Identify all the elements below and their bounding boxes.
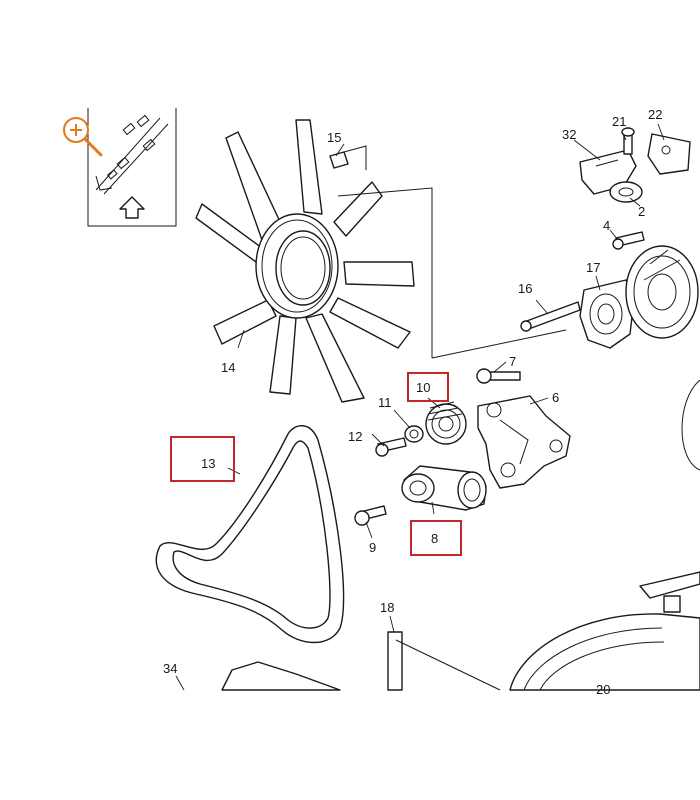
label-part-10[interactable]: 10 bbox=[416, 380, 430, 395]
cooling-fan bbox=[195, 119, 415, 403]
highlight-box-13 bbox=[170, 436, 235, 482]
leader-lines bbox=[175, 123, 665, 691]
bolt-4 bbox=[612, 231, 645, 250]
zoom-in-icon[interactable] bbox=[63, 117, 103, 157]
nut-15 bbox=[329, 151, 349, 169]
screw-21 bbox=[621, 127, 635, 155]
rail-18 bbox=[387, 631, 501, 691]
label-part-8[interactable]: 8 bbox=[431, 531, 438, 546]
part-34 bbox=[221, 661, 341, 691]
bolt-7 bbox=[476, 368, 521, 384]
label-part-20: 20 bbox=[596, 682, 610, 697]
drive-belt bbox=[155, 425, 345, 644]
inset-parts-sketch bbox=[95, 114, 169, 195]
label-part-22: 22 bbox=[648, 107, 662, 122]
belt-tensioner bbox=[401, 465, 487, 511]
fan-mount-lines bbox=[337, 145, 567, 359]
label-part-13[interactable]: 13 bbox=[201, 456, 215, 471]
label-part-4: 4 bbox=[603, 218, 610, 233]
label-part-18: 18 bbox=[380, 600, 394, 615]
clip-22 bbox=[647, 133, 691, 175]
inset-thumbnail[interactable] bbox=[87, 108, 177, 227]
label-part-17: 17 bbox=[586, 260, 600, 275]
label-part-6: 6 bbox=[552, 390, 559, 405]
label-part-15: 15 bbox=[327, 130, 341, 145]
bolt-12 bbox=[375, 437, 407, 457]
gasket-2 bbox=[609, 181, 643, 203]
damper-pulley bbox=[625, 245, 699, 339]
label-part-9: 9 bbox=[369, 540, 376, 555]
bolt-9 bbox=[354, 505, 387, 526]
bolt-16 bbox=[520, 301, 581, 332]
label-part-14: 14 bbox=[221, 360, 235, 375]
highlight-box-10 bbox=[407, 372, 449, 402]
label-part-7: 7 bbox=[509, 354, 516, 369]
label-part-34: 34 bbox=[163, 661, 177, 676]
lower-right-assembly bbox=[509, 379, 700, 691]
label-part-16: 16 bbox=[518, 281, 532, 296]
spacer-washer bbox=[404, 425, 424, 443]
highlight-box-8 bbox=[410, 520, 462, 556]
label-part-2: 2 bbox=[638, 204, 645, 219]
up-arrow-icon bbox=[119, 196, 145, 219]
label-part-11: 11 bbox=[378, 395, 392, 410]
label-part-21: 21 bbox=[612, 114, 626, 129]
idler-pulley bbox=[425, 401, 467, 445]
label-part-12: 12 bbox=[348, 429, 362, 444]
tensioner-bracket bbox=[477, 395, 571, 489]
label-part-32: 32 bbox=[562, 127, 576, 142]
